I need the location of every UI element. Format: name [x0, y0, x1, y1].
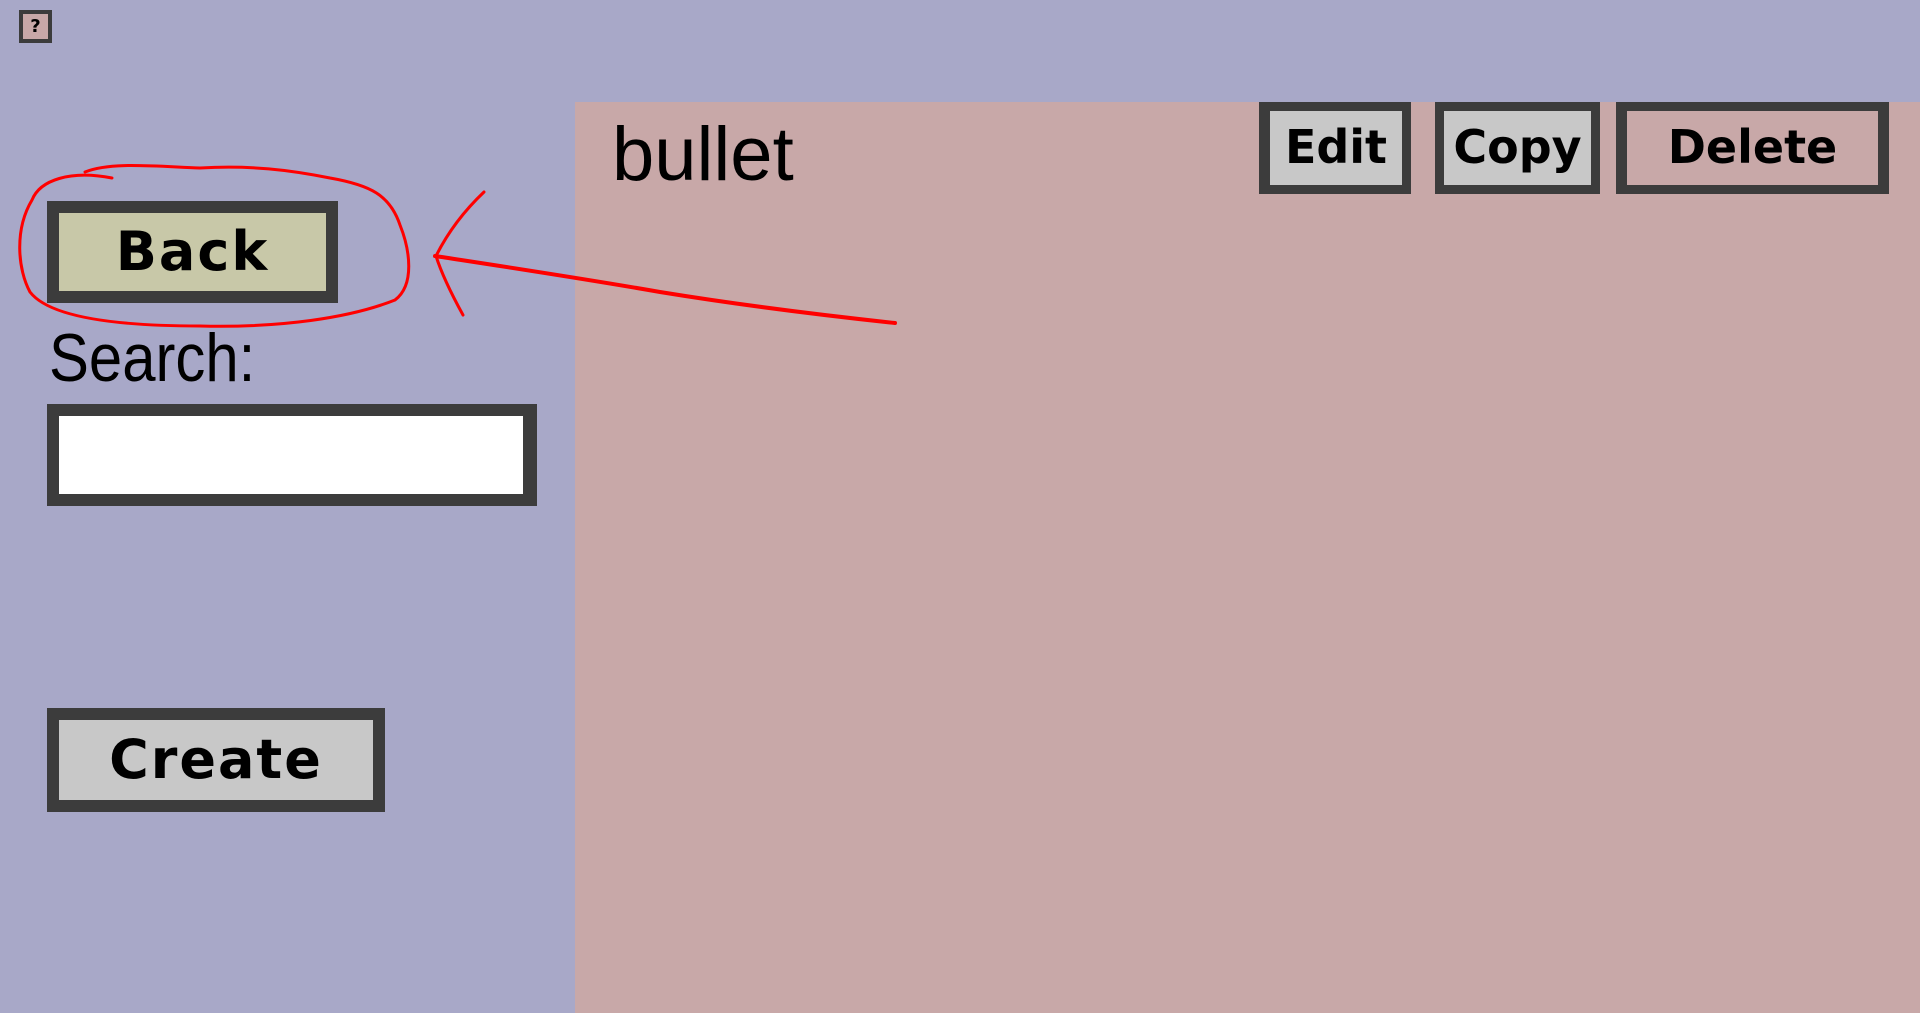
create-button[interactable]: Create: [47, 708, 385, 812]
item-title: bullet: [612, 112, 794, 197]
detail-panel: bullet Edit Copy Delete: [575, 102, 1920, 1013]
help-button[interactable]: ?: [19, 10, 52, 43]
search-input[interactable]: [47, 404, 537, 506]
search-label: Search:: [49, 320, 256, 396]
edit-button[interactable]: Edit: [1259, 102, 1411, 194]
annotation-arrow-head: [434, 190, 486, 317]
delete-button[interactable]: Delete: [1616, 102, 1889, 194]
copy-button[interactable]: Copy: [1435, 102, 1600, 194]
back-button[interactable]: Back: [47, 201, 338, 303]
